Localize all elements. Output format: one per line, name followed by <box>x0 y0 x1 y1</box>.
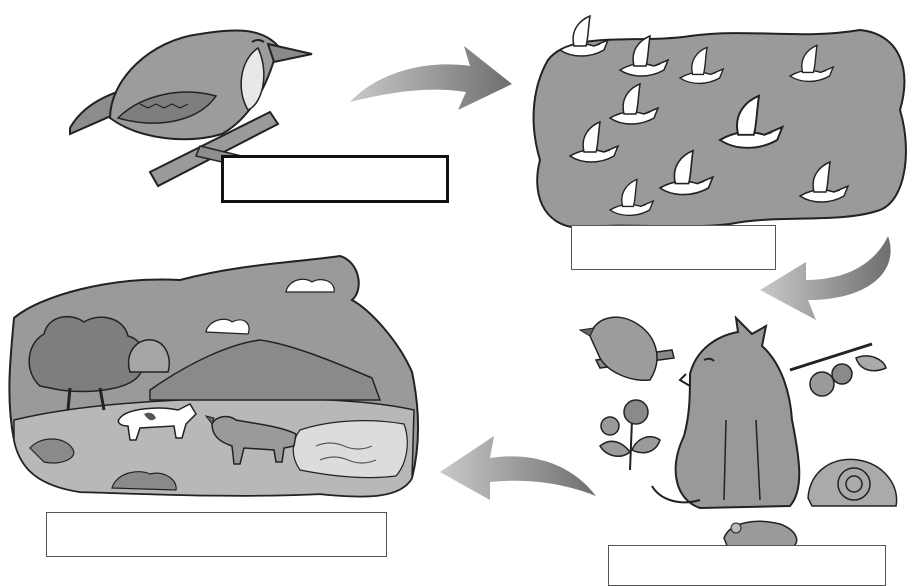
landscape-icon <box>9 256 418 497</box>
population-label-box[interactable] <box>571 225 776 270</box>
arrow-organism-to-population <box>350 46 512 110</box>
arrow-community-to-ecosystem <box>440 436 596 500</box>
arrow-population-to-community <box>760 236 891 320</box>
ecosystem-label-box[interactable] <box>46 512 387 557</box>
community-label-box[interactable] <box>608 545 886 586</box>
organism-label-box[interactable] <box>221 155 449 203</box>
flock-of-birds-icon <box>534 16 906 228</box>
animals-and-plants-icon <box>580 317 897 550</box>
